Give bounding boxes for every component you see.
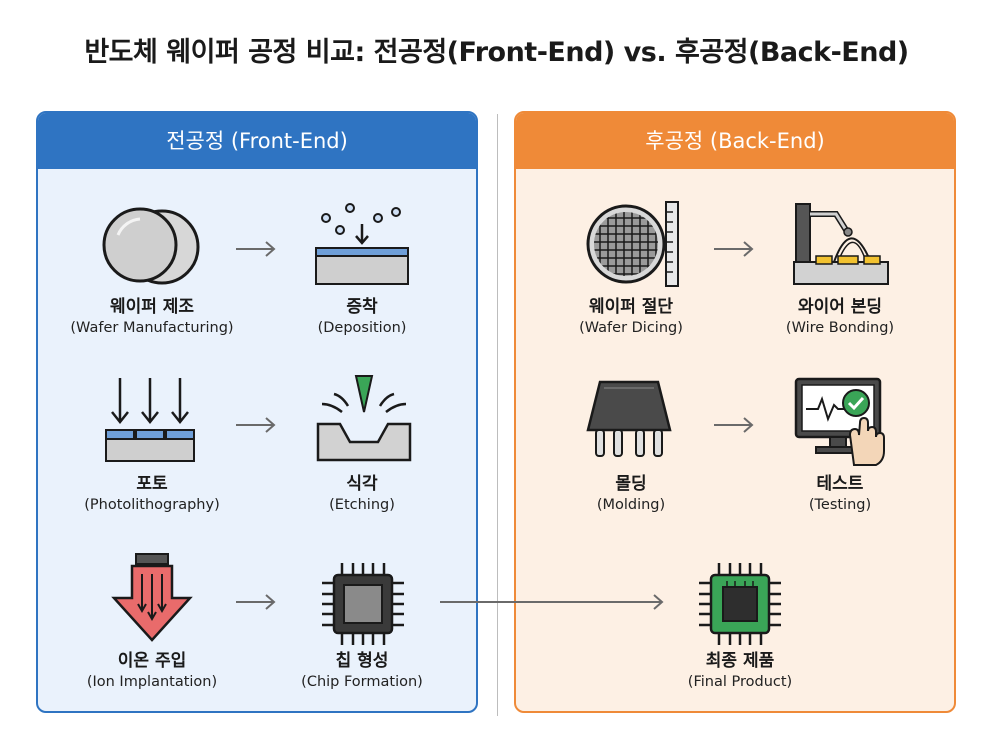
step-etching: 식각 (Etching) xyxy=(252,473,472,515)
molding-icon xyxy=(586,380,672,457)
final-product-chip-icon xyxy=(699,563,781,645)
step-wire-bonding: 와이어 본딩 (Wire Bonding) xyxy=(730,296,950,338)
arrow-right-icon xyxy=(714,417,754,433)
ion-implantation-icon xyxy=(111,553,193,642)
arrow-right-icon xyxy=(236,241,276,257)
step-name: 포토 xyxy=(136,474,168,494)
step-molding: 몰딩 (Molding) xyxy=(521,473,741,515)
step-name-en: (Etching) xyxy=(329,497,395,513)
page-title: 반도체 웨이퍼 공정 비교: 전공정(Front-End) vs. 후공정(Ba… xyxy=(84,37,909,68)
step-photolithography: 포토 (Photolithography) xyxy=(42,473,262,515)
step-name-en: (Wire Bonding) xyxy=(785,320,895,336)
step-name-en: (Wafer Dicing) xyxy=(579,320,683,336)
testing-icon xyxy=(794,377,885,466)
step-ion-implantation: 이온 주입 (Ion Implantation) xyxy=(42,650,262,692)
wire-bonding-icon xyxy=(793,203,889,285)
step-name: 식각 xyxy=(346,474,378,494)
photolithography-icon xyxy=(105,378,195,462)
arrow-right-icon xyxy=(714,241,754,257)
step-name-en: (Deposition) xyxy=(317,320,407,336)
step-name: 와이어 본딩 xyxy=(797,297,883,317)
step-wafer-manufacturing: 웨이퍼 제조 (Wafer Manufacturing) xyxy=(42,296,262,338)
step-name-en: (Ion Implantation) xyxy=(86,674,218,690)
step-name-en: (Testing) xyxy=(808,497,872,513)
step-name: 웨이퍼 절단 xyxy=(588,297,674,317)
step-chip-formation: 칩 형성 (Chip Formation) xyxy=(252,650,472,692)
step-name-en: (Photolithography) xyxy=(84,497,220,513)
step-name-en: (Final Product) xyxy=(687,674,793,690)
deposition-icon xyxy=(315,203,409,285)
etching-icon xyxy=(316,375,412,462)
step-name: 최종 제품 xyxy=(705,651,775,671)
wafer-dicing-icon xyxy=(586,201,679,287)
front-end-panel: 전공정 (Front-End) xyxy=(36,111,478,713)
step-final-product: 최종 제품 (Final Product) xyxy=(630,650,850,692)
wafer-icon xyxy=(102,207,200,285)
step-name-en: (Chip Formation) xyxy=(301,674,423,690)
step-name: 이온 주입 xyxy=(117,651,187,671)
step-wafer-dicing: 웨이퍼 절단 (Wafer Dicing) xyxy=(521,296,741,338)
step-name: 테스트 xyxy=(816,474,864,494)
arrow-right-icon xyxy=(236,594,276,610)
step-name-en: (Wafer Manufacturing) xyxy=(70,320,234,336)
step-name: 증착 xyxy=(346,297,378,317)
step-deposition: 증착 (Deposition) xyxy=(252,296,472,338)
arrow-right-icon xyxy=(236,417,276,433)
step-name: 칩 형성 xyxy=(335,651,389,671)
front-end-header: 전공정 (Front-End) xyxy=(38,113,476,169)
back-end-header: 후공정 (Back-End) xyxy=(516,113,954,169)
step-testing: 테스트 (Testing) xyxy=(730,473,950,515)
front-to-back-arrow-icon xyxy=(440,594,664,610)
step-name-en: (Molding) xyxy=(596,497,666,513)
step-name: 몰딩 xyxy=(615,474,647,494)
chip-icon xyxy=(322,563,404,645)
panel-divider xyxy=(497,114,498,716)
step-name: 웨이퍼 제조 xyxy=(109,297,195,317)
